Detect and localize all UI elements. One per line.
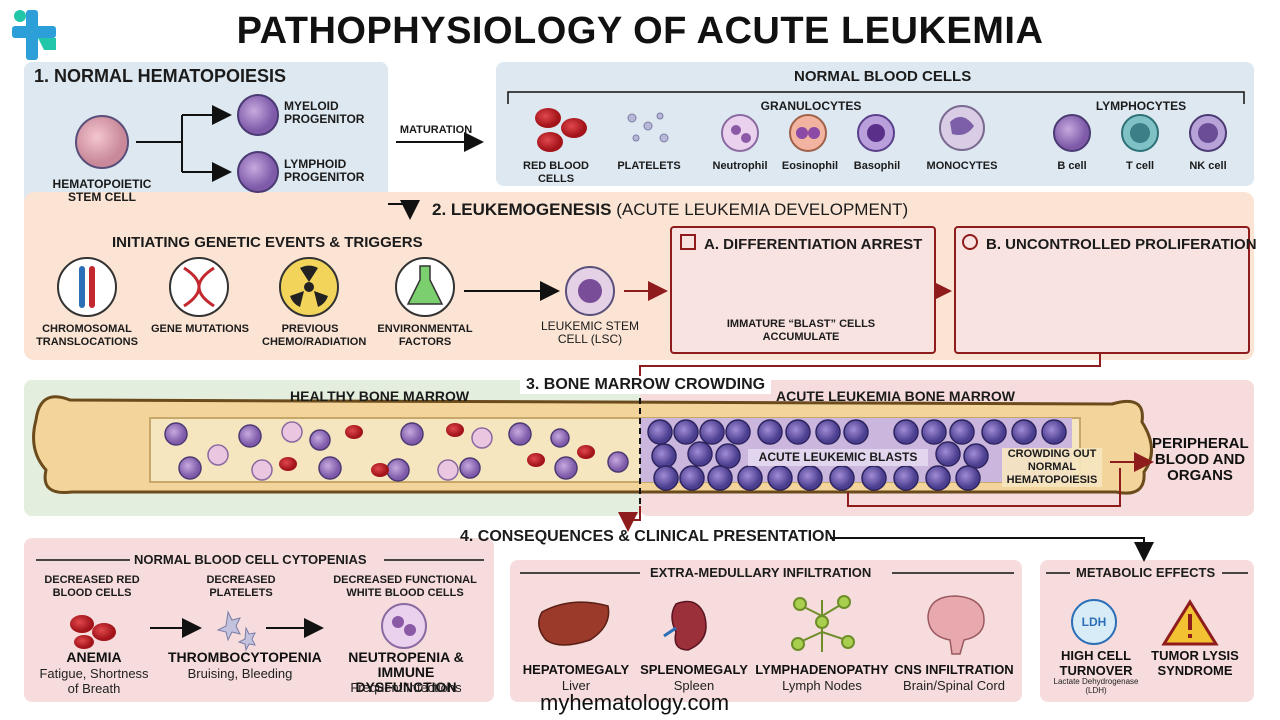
trigger-translocations: CHROMOSOMAL TRANSLOCATIONS: [36, 323, 138, 348]
neutropenia-detail: Frequent Infections: [350, 680, 462, 695]
platelets-label: PLATELETS: [617, 160, 681, 172]
splenomegaly-name: SPLENOMEGALY: [640, 662, 748, 677]
high-turnover-detail: Lactate Dehydrogenase (LDH): [1053, 677, 1139, 695]
lymphoid-label: LYMPHOID PROGENITOR: [284, 157, 365, 184]
splenomegaly-detail: Spleen: [673, 678, 715, 693]
high-turnover-name: HIGH CELL TURNOVER: [1059, 648, 1133, 678]
trigger-chemo: PREVIOUS CHEMO/RADIATION: [262, 323, 367, 348]
rbc-label: RED BLOOD CELLS: [523, 160, 589, 185]
maturation-label: MATURATION: [399, 124, 473, 136]
uncontrolled-proliferation-box: [954, 226, 1250, 354]
arrest-heading: A. DIFFERENTIATION ARREST: [680, 234, 922, 253]
lymphadenopathy-name: LYMPHADENOPATHY: [755, 662, 889, 677]
section2-heading-rest: (ACUTE LEUKEMIA DEVELOPMENT): [616, 200, 909, 219]
infiltration-heading: EXTRA-MEDULLARY INFILTRATION: [650, 565, 872, 580]
arrest-caption: IMMATURE “BLAST” CELLS ACCUMULATE: [726, 318, 876, 343]
section3-heading: 3. BONE MARROW CROWDING: [520, 376, 772, 394]
t-cell-label: T cell: [1125, 160, 1155, 172]
stem-cell-label: HEMATOPOIETIC STEM CELL: [52, 177, 152, 204]
stopwatch-icon: [962, 234, 978, 250]
section4-heading: 4. CONSEQUENCES & CLINICAL PRESENTATION: [460, 528, 837, 545]
cns-detail: Brain/Spinal Cord: [903, 678, 1005, 693]
trigger-environmental: ENVIRONMENTAL FACTORS: [377, 323, 473, 348]
hepatomegaly-name: HEPATOMEGALY: [522, 662, 630, 677]
section2-heading: 2. LEUKEMOGENESIS (ACUTE LEUKEMIA DEVELO…: [432, 200, 908, 220]
anemia-name: ANEMIA: [66, 649, 122, 665]
triggers-heading: INITIATING GENETIC EVENTS & TRIGGERS: [112, 234, 423, 251]
lymphocytes-label: LYMPHOCYTES: [1095, 99, 1187, 113]
metabolic-heading: METABOLIC EFFECTS: [1076, 565, 1216, 580]
ldh-icon: LDH: [1081, 615, 1107, 629]
cns-name: CNS INFILTRATION: [894, 662, 1014, 677]
eosinophil-label: Eosinophil: [781, 160, 839, 172]
hepatomegaly-detail: Liver: [561, 678, 591, 693]
monocytes-label: MONOCYTES: [926, 160, 998, 172]
section2-heading-bold: 2. LEUKEMOGENESIS: [432, 200, 612, 219]
page-title: PATHOPHYSIOLOGY OF ACUTE LEUKEMIA: [236, 10, 1044, 52]
tumor-lysis-name: TUMOR LYSIS SYNDROME: [1151, 648, 1239, 678]
proliferation-heading: B. UNCONTROLLED PROLIFERATION: [962, 234, 1257, 253]
leukemia-marrow-label: ACUTE LEUKEMIA BONE MARROW: [776, 388, 1016, 404]
cytopenia-rbc-top: DECREASED RED BLOOD CELLS: [44, 574, 140, 599]
basophil-label: Basophil: [853, 160, 901, 172]
neutropenia-name: NEUTROPENIA & IMMUNE DYSFUNCTION: [348, 649, 464, 695]
logo: [4, 4, 66, 66]
thrombocytopenia-name: THROMBOCYTOPENIA: [168, 649, 322, 665]
normal-cells-heading: NORMAL BLOOD CELLS: [794, 68, 972, 85]
cytopenia-platelets-top: DECREASED PLATELETS: [206, 574, 276, 599]
cytopenia-wbc-top: DECREASED FUNCTIONAL WHITE BLOOD CELLS: [333, 574, 477, 599]
thrombocytopenia-detail: Bruising, Bleeding: [187, 666, 293, 681]
neutrophil-label: Neutrophil: [712, 160, 768, 172]
healthy-marrow-label: HEALTHY BONE MARROW: [290, 388, 470, 404]
nk-cell-label: NK cell: [1189, 160, 1227, 172]
trigger-mutations: GENE MUTATIONS: [151, 323, 249, 335]
b-cell-label: B cell: [1057, 160, 1087, 172]
arrest-icon: [680, 234, 696, 250]
cytopenias-heading: NORMAL BLOOD CELL CYTOPENIAS: [134, 552, 367, 567]
lymphadenopathy-detail: Lymph Nodes: [782, 678, 862, 693]
differentiation-arrest-box: [670, 226, 936, 354]
blasts-label: ACUTE LEUKEMIC BLASTS: [748, 449, 928, 466]
peripheral-label: PERIPHERAL BLOOD AND ORGANS: [1152, 435, 1249, 484]
lsc-label: LEUKEMIC STEM CELL (LSC): [540, 319, 639, 346]
footer-url: myhematology.com: [540, 690, 730, 715]
arrest-heading-text: A. DIFFERENTIATION ARREST: [704, 236, 923, 253]
myeloid-label: MYELOID PROGENITOR: [284, 99, 365, 126]
granulocytes-label: GRANULOCYTES: [760, 99, 862, 113]
section1-heading: 1. NORMAL HEMATOPOIESIS: [34, 66, 287, 86]
crowding-label: CROWDING OUT NORMAL HEMATOPOIESIS: [1002, 448, 1102, 487]
anemia-detail: Fatigue, Shortness of Breath: [39, 666, 149, 696]
proliferation-heading-text: B. UNCONTROLLED PROLIFERATION: [986, 236, 1257, 253]
